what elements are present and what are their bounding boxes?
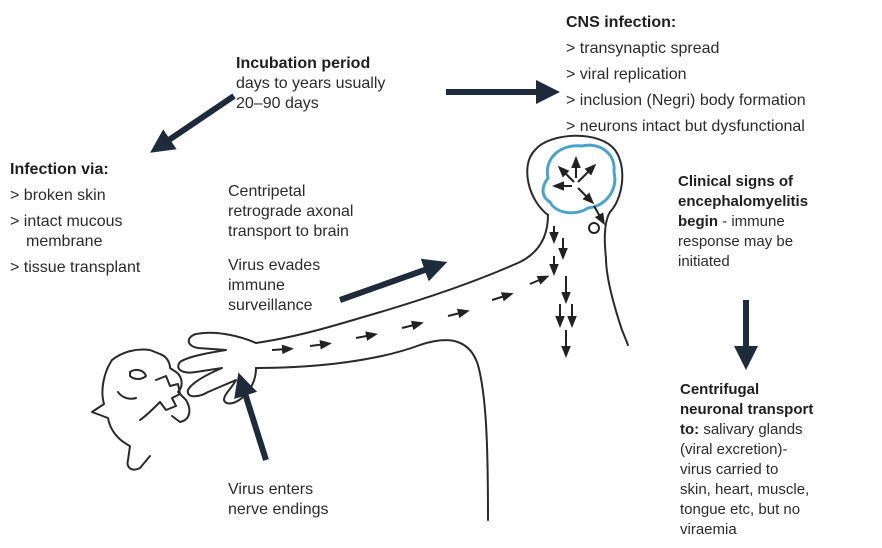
centrifugal-line-6: skin, heart, muscle, [680, 480, 813, 500]
centrifugal-line-2: neuronal transport [680, 400, 813, 420]
arrow-incubation-to-infection [160, 96, 234, 146]
centripetal-line-2: retrograde axonal [228, 202, 353, 222]
centrifugal-line-3: to: [680, 421, 699, 438]
arrow-centripetal [340, 266, 436, 300]
brain-outline [543, 145, 615, 213]
clinical-line-1: Clinical signs of [678, 172, 808, 192]
evades-block: Virus evades immune surveillance [228, 256, 320, 316]
clinical-line-3: begin [678, 213, 718, 230]
cns-block: CNS infection: > transynaptic spread > v… [566, 10, 806, 140]
cns-item-2: > viral replication [566, 62, 806, 88]
cns-item-4: > neurons intact but dysfunctional [566, 114, 806, 140]
evades-line-2: immune [228, 276, 320, 296]
incubation-title: Incubation period [236, 54, 385, 74]
clinical-line-4: response may be [678, 232, 808, 252]
incubation-line-2: 20–90 days [236, 94, 385, 114]
centrifugal-line-8: viraemia [680, 520, 813, 540]
clinical-line-5: initiated [678, 252, 808, 272]
enters-line-2: nerve endings [228, 500, 329, 520]
salivary-gland-circle [589, 223, 599, 233]
descending-arrows [554, 226, 572, 352]
centripetal-block: Centripetal retrograde axonal transport … [228, 182, 353, 242]
centripetal-line-3: transport to brain [228, 222, 353, 242]
centrifugal-line-1: Centrifugal [680, 380, 813, 400]
enters-block: Virus enters nerve endings [228, 480, 329, 520]
rabid-animal-head [92, 349, 189, 469]
infection-item-1: > broken skin [10, 186, 140, 206]
infection-item-2-cont: membrane [10, 232, 140, 252]
enters-line-1: Virus enters [228, 480, 329, 500]
incubation-block: Incubation period days to years usually … [236, 54, 385, 114]
evades-line-1: Virus evades [228, 256, 320, 276]
clinical-line-3-rest: - immune [718, 213, 785, 230]
centrifugal-line-5: virus carried to [680, 460, 813, 480]
centrifugal-line-7: tongue etc, but no [680, 500, 813, 520]
evades-line-3: surveillance [228, 296, 320, 316]
infection-item-3: > tissue transplant [10, 258, 140, 278]
centripetal-line-1: Centripetal [228, 182, 353, 202]
infection-block: Infection via: > broken skin > intact mu… [10, 160, 140, 278]
cns-item-1: > transynaptic spread [566, 36, 806, 62]
incubation-line-1: days to years usually [236, 74, 385, 94]
centrifugal-line-3-rest: salivary glands [699, 421, 802, 438]
cns-item-3: > inclusion (Negri) body formation [566, 88, 806, 114]
clinical-block: Clinical signs of encephalomyelitis begi… [678, 172, 808, 272]
cns-title: CNS infection: [566, 10, 806, 36]
clinical-line-2: encephalomyelitis [678, 192, 808, 212]
infection-item-2: > intact mucous [10, 212, 140, 232]
centrifugal-line-4: (viral excretion)- [680, 440, 813, 460]
arrow-virus-enters [242, 384, 266, 460]
infection-title: Infection via: [10, 160, 140, 180]
centrifugal-block: Centrifugal neuronal transport to: saliv… [680, 380, 813, 540]
